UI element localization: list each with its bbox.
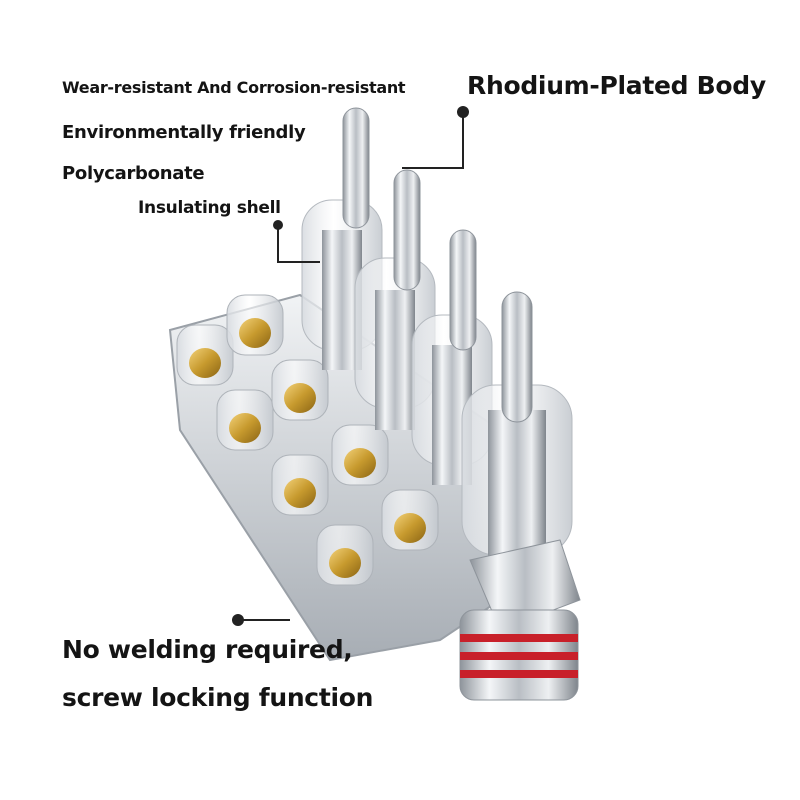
callout-screw-locking: screw locking function (62, 683, 374, 712)
callout-wear-resistant: Wear-resistant And Corrosion-resistant (62, 78, 406, 97)
callout-eco-friendly: Environmentally friendly (62, 122, 306, 143)
callout-rhodium-body: Rhodium-Plated Body (467, 71, 766, 100)
callout-insulating-shell: Insulating shell (138, 198, 281, 218)
screw-terminals (176, 294, 439, 586)
callout-lines (238, 112, 464, 621)
callout-polycarbonate: Polycarbonate (62, 163, 205, 184)
banana-plugs (301, 107, 581, 701)
callout-no-welding: No welding required, (62, 635, 353, 664)
